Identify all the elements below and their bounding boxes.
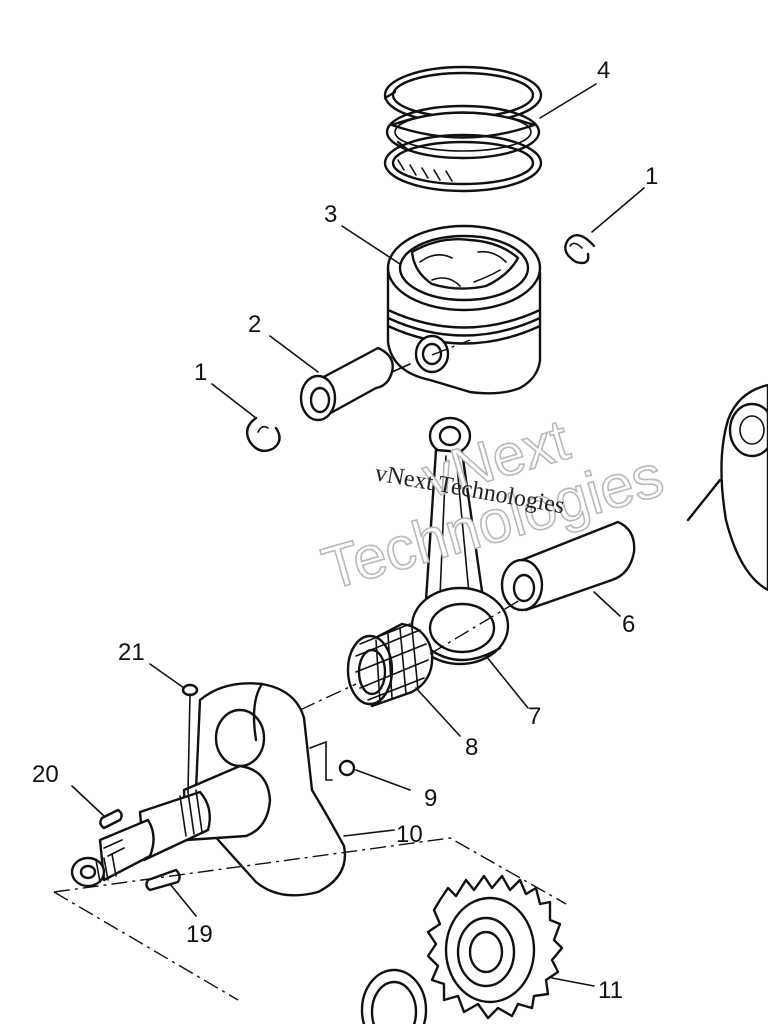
connecting-rod — [410, 416, 510, 666]
needle-bearing — [346, 622, 434, 708]
callout-20: 20 — [32, 761, 59, 788]
callout-1-left: 1 — [194, 359, 207, 386]
leader-lines — [71, 83, 645, 987]
crankcase-partial — [686, 383, 768, 592]
dowel-pin — [145, 868, 181, 892]
callout-8: 8 — [465, 734, 478, 761]
callout-6: 6 — [622, 611, 635, 638]
spacer-ring — [360, 968, 428, 1024]
piston — [386, 224, 542, 395]
callout-11: 11 — [598, 977, 623, 1004]
callout-2: 2 — [248, 311, 261, 338]
callout-7: 7 — [528, 703, 541, 730]
piston-rings — [383, 65, 543, 193]
callout-10: 10 — [396, 821, 423, 848]
callout-21: 21 — [118, 639, 145, 666]
crankshaft — [70, 682, 347, 897]
ball — [338, 759, 356, 777]
callout-19: 19 — [186, 921, 213, 948]
gear — [426, 874, 564, 1020]
callout-1-right: 1 — [645, 163, 658, 190]
circlip-left — [245, 416, 281, 453]
piston-pin — [299, 346, 411, 422]
callout-4: 4 — [597, 57, 610, 84]
woodruff-key — [99, 808, 123, 830]
crank-pin — [500, 520, 636, 612]
callout-3: 3 — [324, 201, 337, 228]
callout-9: 9 — [424, 785, 437, 812]
callout-labels: 4 1 3 2 1 6 7 8 9 10 21 20 19 11 — [32, 57, 658, 1004]
assembly-bracket — [53, 837, 567, 905]
circlip-right — [564, 234, 596, 265]
